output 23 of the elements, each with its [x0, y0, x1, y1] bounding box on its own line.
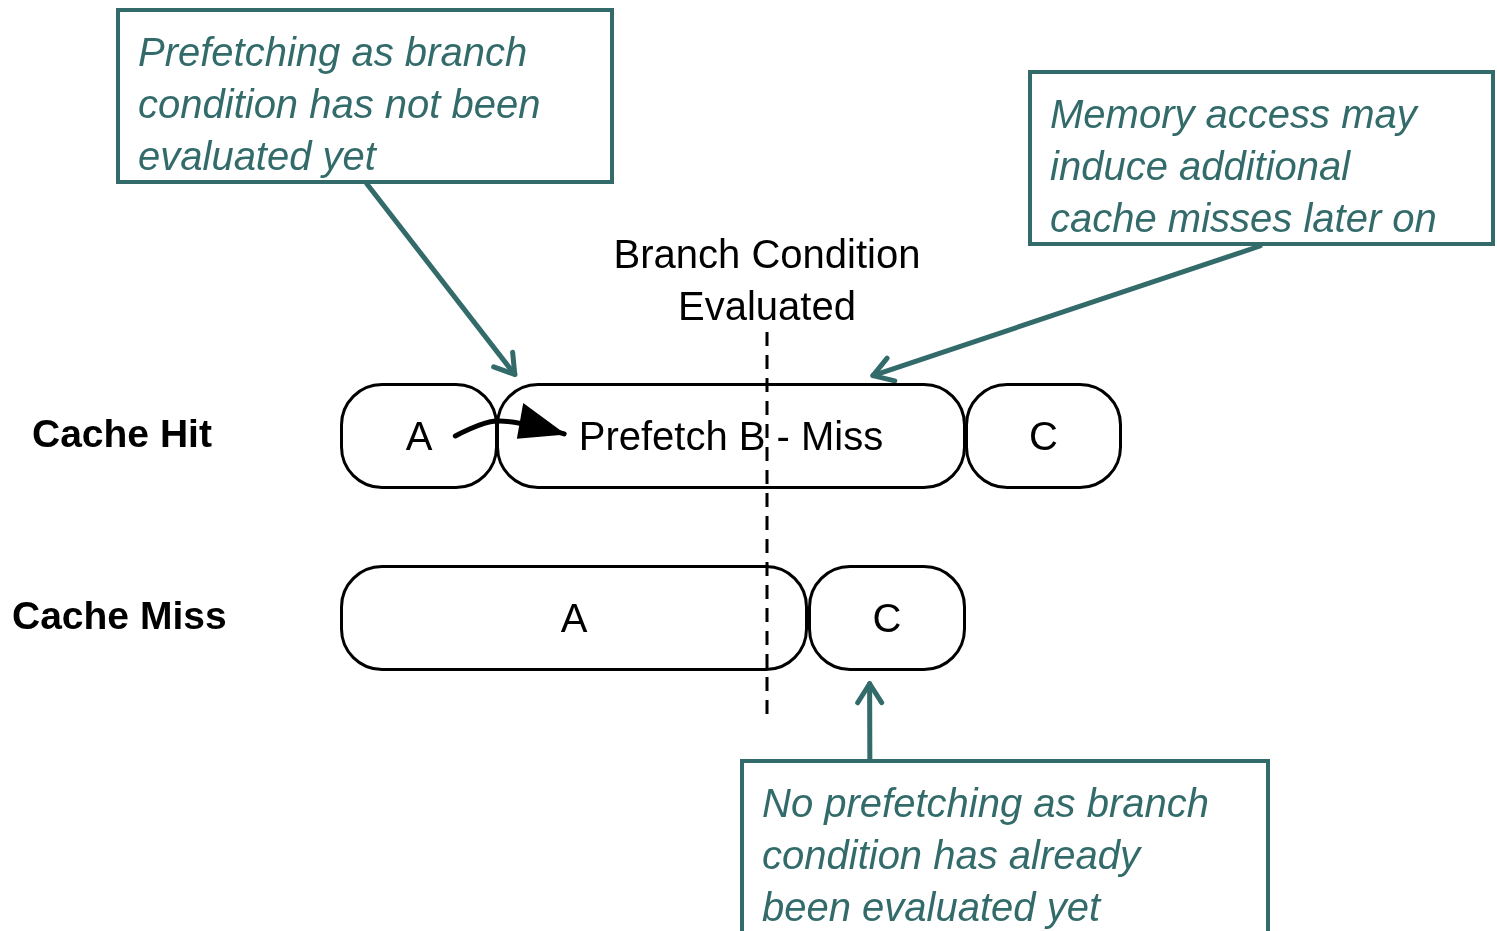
flow-arrow [452, 403, 567, 439]
leader-arrow [870, 243, 1263, 384]
process-box [965, 383, 1122, 489]
leader-arrow [855, 681, 885, 762]
process-box [496, 383, 966, 489]
callout-box [740, 759, 1270, 931]
row-label: Cache Miss [12, 594, 227, 638]
callout-box [1028, 70, 1495, 246]
process-box [340, 383, 498, 489]
callout-box [116, 8, 614, 184]
row-label: Cache Hit [32, 412, 212, 456]
callout-text: Prefetching as branch condition has not been evaluated yet [138, 29, 542, 180]
node-label: C [1029, 413, 1058, 459]
process-box [808, 565, 966, 671]
callout-text: Memory access may induce additional cache misses later on [1050, 91, 1438, 242]
leader-arrow [364, 181, 518, 377]
node-label: A [405, 413, 433, 459]
callout-text: No prefetching as branch condition has already been evaluated yet [762, 780, 1210, 931]
node-label: Prefetch B - Miss [578, 413, 884, 459]
node-label: Branch Condition Evaluated [612, 231, 922, 330]
node-label: C [872, 595, 902, 641]
process-box [340, 565, 808, 671]
node-label: A [560, 595, 588, 641]
